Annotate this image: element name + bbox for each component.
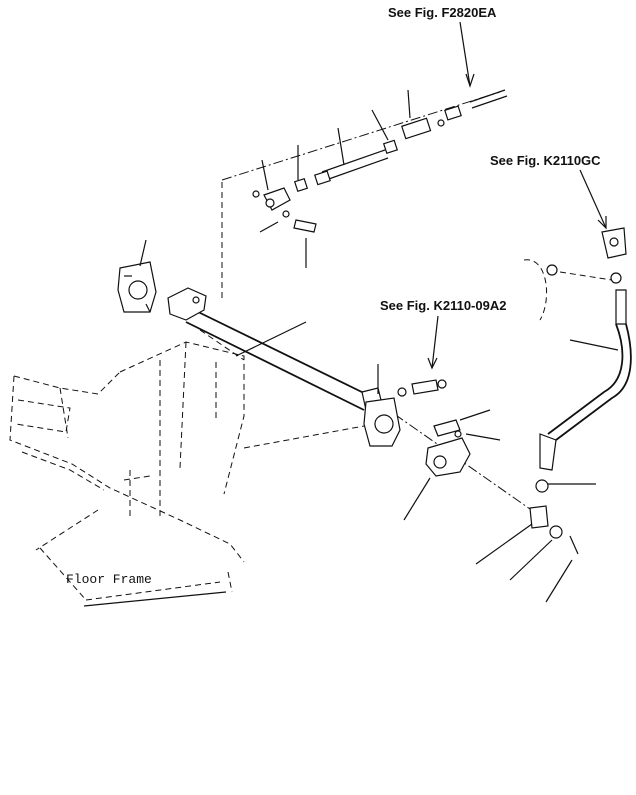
ref-label-f2820ea: See Fig. F2820EA (388, 5, 497, 20)
floor-frame-outline (9, 341, 245, 607)
ref-arrow-k2110gc (579, 169, 607, 230)
right-linkage (475, 227, 632, 603)
bolt-assembly-09a2 (397, 379, 501, 441)
ref-label-k2110-09a2: See Fig. K2110-09A2 (380, 298, 506, 313)
lever-bellcrank (403, 437, 471, 521)
left-clamp-bracket (117, 239, 157, 313)
dashed-guide-shaft (199, 329, 245, 361)
ref-label-k2110gc: See Fig. K2110GC (490, 153, 601, 168)
floor-frame-label: Floor Frame (66, 572, 152, 587)
ref-arrow-f2820ea (459, 21, 475, 88)
center-clamp-bracket (363, 364, 401, 447)
ref-arrow-k2110-09a2 (427, 315, 439, 370)
cross-shaft (167, 287, 541, 517)
leader-lines-top (261, 89, 411, 268)
upper-rod-assembly (221, 89, 508, 233)
dashed-guide-floor (243, 425, 365, 449)
